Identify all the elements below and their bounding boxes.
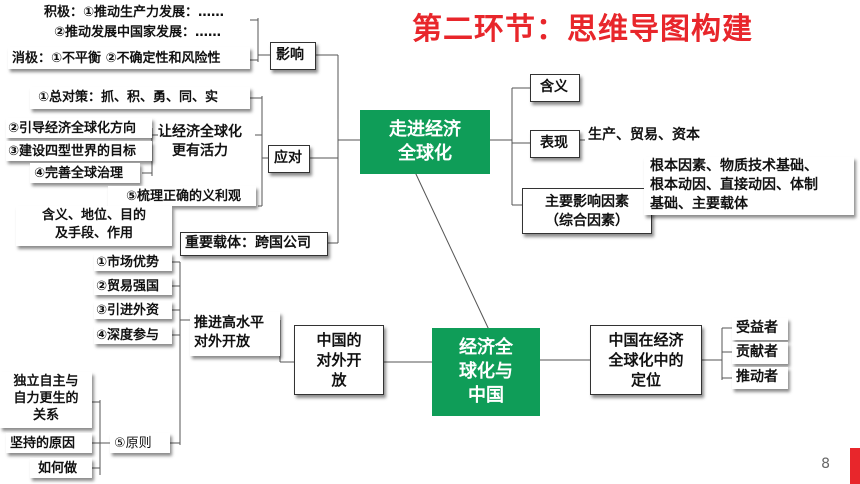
attract-investment-box: [94, 301, 172, 319]
independence-line-3: 关系: [32, 408, 59, 423]
tnc-meaning-box: [16, 206, 172, 246]
page-number: 8: [821, 456, 830, 472]
meaning-node: [530, 74, 580, 102]
trade-power-box: [94, 277, 172, 295]
manifestation-node: [530, 130, 580, 158]
overall-strategy-text: ①总对策：抓、积、勇、同、实: [38, 90, 219, 105]
node-globalization-and-china-line-3: 中国: [468, 385, 504, 406]
principle-box: [110, 433, 170, 453]
china-opening-line-1: 中国的: [316, 331, 362, 349]
negative-impact-box: [8, 47, 250, 69]
factors-detail-box: [644, 157, 854, 215]
node-globalization-and-china-line-1: 经济全: [459, 337, 513, 358]
market-advantage: ①市场优势: [96, 255, 160, 270]
item-2-box: [6, 118, 152, 138]
manifestation-detail: 生产、贸易、资本: [588, 127, 700, 143]
item-4-text: ④完善全球治理: [34, 166, 124, 181]
item-3-text: ③建设四型世界的目标: [8, 144, 137, 159]
item-5-box: [108, 186, 256, 206]
node-into-globalization: 走进经济 全球化: [360, 110, 490, 174]
response-label: 应对: [274, 150, 302, 166]
node-into-globalization-line-1: 走进经济: [389, 119, 461, 140]
contributor-text: 贡献者: [736, 344, 778, 360]
open-up-node: [190, 312, 280, 356]
accent-bar: [850, 448, 860, 484]
independence-line-1: 独立自主与: [13, 374, 79, 389]
meaning-label: 含义: [540, 79, 568, 95]
item-5-text: ⑤梳理正确的义利观: [126, 189, 242, 204]
vitality-line-2: 更有活力: [172, 143, 228, 159]
how-to-text: 如何做: [38, 461, 78, 476]
open-up-line-1: 推进高水平: [194, 315, 264, 331]
tnc-meaning-line-1: 含义、地位、目的: [41, 208, 146, 223]
manifestation-label: 表现: [540, 135, 568, 151]
node-into-globalization-line-2: 全球化: [398, 143, 452, 164]
china-opening-node: [294, 325, 384, 395]
factors-line-2: （综合因素）: [545, 213, 629, 229]
item-4-box: [30, 163, 140, 183]
market-advantage-box: [94, 253, 172, 271]
vitality-line-1: 让经济全球化: [158, 124, 242, 140]
promoter-box: [732, 367, 788, 389]
node-globalization-and-china-line-2: 球化与: [459, 361, 513, 382]
impact-label: 影响: [276, 47, 304, 63]
beneficiary-text: 受益者: [736, 320, 778, 336]
factors-detail-3: 基础、主要载体: [650, 196, 748, 212]
china-position-line-3: 定位: [630, 371, 661, 389]
reasons-box: [6, 433, 92, 453]
deep-participation: ④深度参与: [96, 328, 160, 343]
impact-node: [270, 42, 316, 70]
response-node: [268, 145, 310, 173]
factors-detail-1: 根本因素、物质技术基础、: [650, 158, 818, 174]
factors-detail-2: 根本动因、直接动因、体制: [650, 177, 818, 193]
deep-participation-box: [94, 326, 172, 344]
beneficiary-box: [732, 318, 788, 340]
overall-strategy-box: [30, 87, 250, 109]
reasons-text: 坚持的原因: [10, 436, 76, 451]
principle-text: ⑤原则: [114, 436, 152, 451]
independence-box: [0, 372, 92, 428]
contributor-box: [732, 342, 788, 364]
china-position-line-2: 全球化中的: [608, 351, 684, 369]
china-opening-line-2: 对外开: [316, 351, 362, 369]
page-title: 第二环节：思维导图构建: [412, 12, 753, 47]
promoter-text: 推动者: [736, 369, 778, 385]
positive-impact-1: 积极：①推动生产力发展：……: [44, 5, 225, 20]
tnc-node: [180, 232, 328, 256]
china-opening-line-3: 放: [331, 371, 347, 389]
attract-investment: ③引进外资: [96, 303, 160, 318]
negative-impact-text: 消极：①不平衡 ②不确定性和风险性: [12, 51, 221, 66]
item-3-box: [6, 141, 152, 161]
china-position-line-1: 中国在经济: [608, 331, 684, 349]
node-globalization-and-china: 经济全 球化与 中国: [432, 328, 540, 416]
tnc-label: 重要载体：跨国公司: [185, 235, 311, 251]
how-to-box: [30, 458, 92, 478]
independence-line-2: 自力更生的: [13, 391, 79, 406]
positive-impact-2: ②推动发展中国家发展：……: [54, 25, 222, 40]
china-position-node: [590, 325, 702, 395]
trade-power: ②贸易强国: [96, 279, 160, 294]
tnc-meaning-line-2: 及手段、作用: [54, 226, 133, 241]
factors-line-1: 主要影响因素: [545, 194, 629, 210]
item-2-text: ②引导经济全球化方向: [8, 121, 137, 136]
open-up-line-2: 对外开放: [194, 334, 250, 350]
factors-node: [522, 188, 652, 234]
